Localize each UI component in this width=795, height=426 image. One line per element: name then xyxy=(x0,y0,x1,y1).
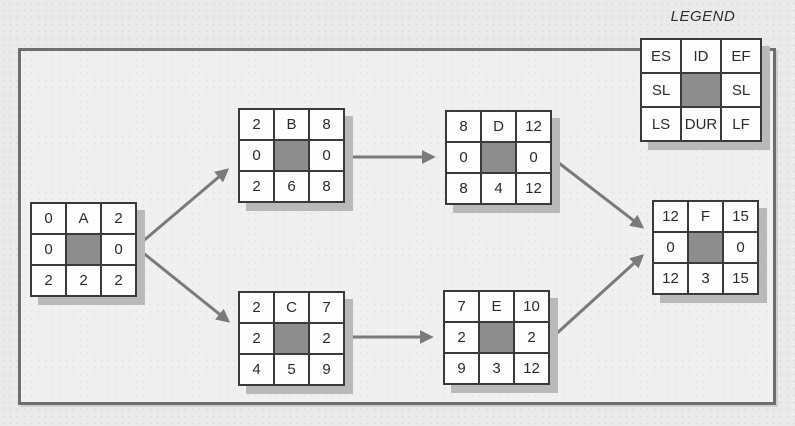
cell-lf: 12 xyxy=(515,354,548,383)
cell-es: 7 xyxy=(445,292,478,321)
cell-id: B xyxy=(275,110,308,139)
cell-sl-left: 0 xyxy=(447,143,480,172)
cell-ls: 4 xyxy=(240,355,273,384)
cell-id: D xyxy=(482,112,515,141)
cell-dur: 3 xyxy=(480,354,513,383)
cell-ef: 7 xyxy=(310,293,343,322)
cell-ls: 2 xyxy=(240,172,273,201)
cell-id: A xyxy=(67,204,100,233)
center-block xyxy=(67,235,100,264)
legend-center-block xyxy=(682,74,720,106)
cell-ef: 15 xyxy=(724,202,757,231)
cell-id: F xyxy=(689,202,722,231)
cell-sl-right: 2 xyxy=(310,324,343,353)
cell-id: C xyxy=(275,293,308,322)
legend-cell-es: ES xyxy=(642,40,680,72)
cell-dur: 3 xyxy=(689,264,722,293)
cell-sl-right: 0 xyxy=(517,143,550,172)
cell-ls: 8 xyxy=(447,174,480,203)
legend-cell-lf: LF xyxy=(722,108,760,140)
cell-sl-left: 2 xyxy=(445,323,478,352)
cell-sl-left: 0 xyxy=(32,235,65,264)
cell-lf: 15 xyxy=(724,264,757,293)
cell-sl-right: 0 xyxy=(724,233,757,262)
cell-ls: 2 xyxy=(32,266,65,295)
cell-lf: 9 xyxy=(310,355,343,384)
cell-es: 0 xyxy=(32,204,65,233)
cell-lf: 8 xyxy=(310,172,343,201)
legend-title: LEGEND xyxy=(670,8,736,25)
activity-node-b: 2 B 8 0 0 2 6 8 xyxy=(238,108,345,203)
activity-node-a: 0 A 2 0 0 2 2 2 xyxy=(30,202,137,297)
cell-ef: 10 xyxy=(515,292,548,321)
center-block xyxy=(480,323,513,352)
legend-cell-dur: DUR xyxy=(682,108,720,140)
center-block xyxy=(482,143,515,172)
activity-node-e: 7 E 10 2 2 9 3 12 xyxy=(443,290,550,385)
legend-cell-id: ID xyxy=(682,40,720,72)
cell-ef: 2 xyxy=(102,204,135,233)
cell-sl-right: 2 xyxy=(515,323,548,352)
cell-ef: 12 xyxy=(517,112,550,141)
cell-es: 8 xyxy=(447,112,480,141)
cell-dur: 5 xyxy=(275,355,308,384)
cell-sl-left: 0 xyxy=(654,233,687,262)
cell-es: 2 xyxy=(240,110,273,139)
legend-node: ES ID EF SL SL LS DUR LF xyxy=(640,38,762,142)
activity-node-f: 12 F 15 0 0 12 3 15 xyxy=(652,200,759,295)
center-block xyxy=(689,233,722,262)
cell-es: 2 xyxy=(240,293,273,322)
legend-cell-sl-right: SL xyxy=(722,74,760,106)
legend-cell-sl-left: SL xyxy=(642,74,680,106)
cell-ef: 8 xyxy=(310,110,343,139)
cell-id: E xyxy=(480,292,513,321)
legend-cell-ls: LS xyxy=(642,108,680,140)
cell-sl-right: 0 xyxy=(102,235,135,264)
cell-sl-right: 0 xyxy=(310,141,343,170)
activity-node-c: 2 C 7 2 2 4 5 9 xyxy=(238,291,345,386)
center-block xyxy=(275,324,308,353)
center-block xyxy=(275,141,308,170)
cell-lf: 12 xyxy=(517,174,550,203)
cell-sl-left: 0 xyxy=(240,141,273,170)
cell-ls: 12 xyxy=(654,264,687,293)
cell-dur: 4 xyxy=(482,174,515,203)
cell-lf: 2 xyxy=(102,266,135,295)
cell-sl-left: 2 xyxy=(240,324,273,353)
cell-ls: 9 xyxy=(445,354,478,383)
cell-dur: 2 xyxy=(67,266,100,295)
legend-cell-ef: EF xyxy=(722,40,760,72)
cell-es: 12 xyxy=(654,202,687,231)
activity-node-d: 8 D 12 0 0 8 4 12 xyxy=(445,110,552,205)
cell-dur: 6 xyxy=(275,172,308,201)
